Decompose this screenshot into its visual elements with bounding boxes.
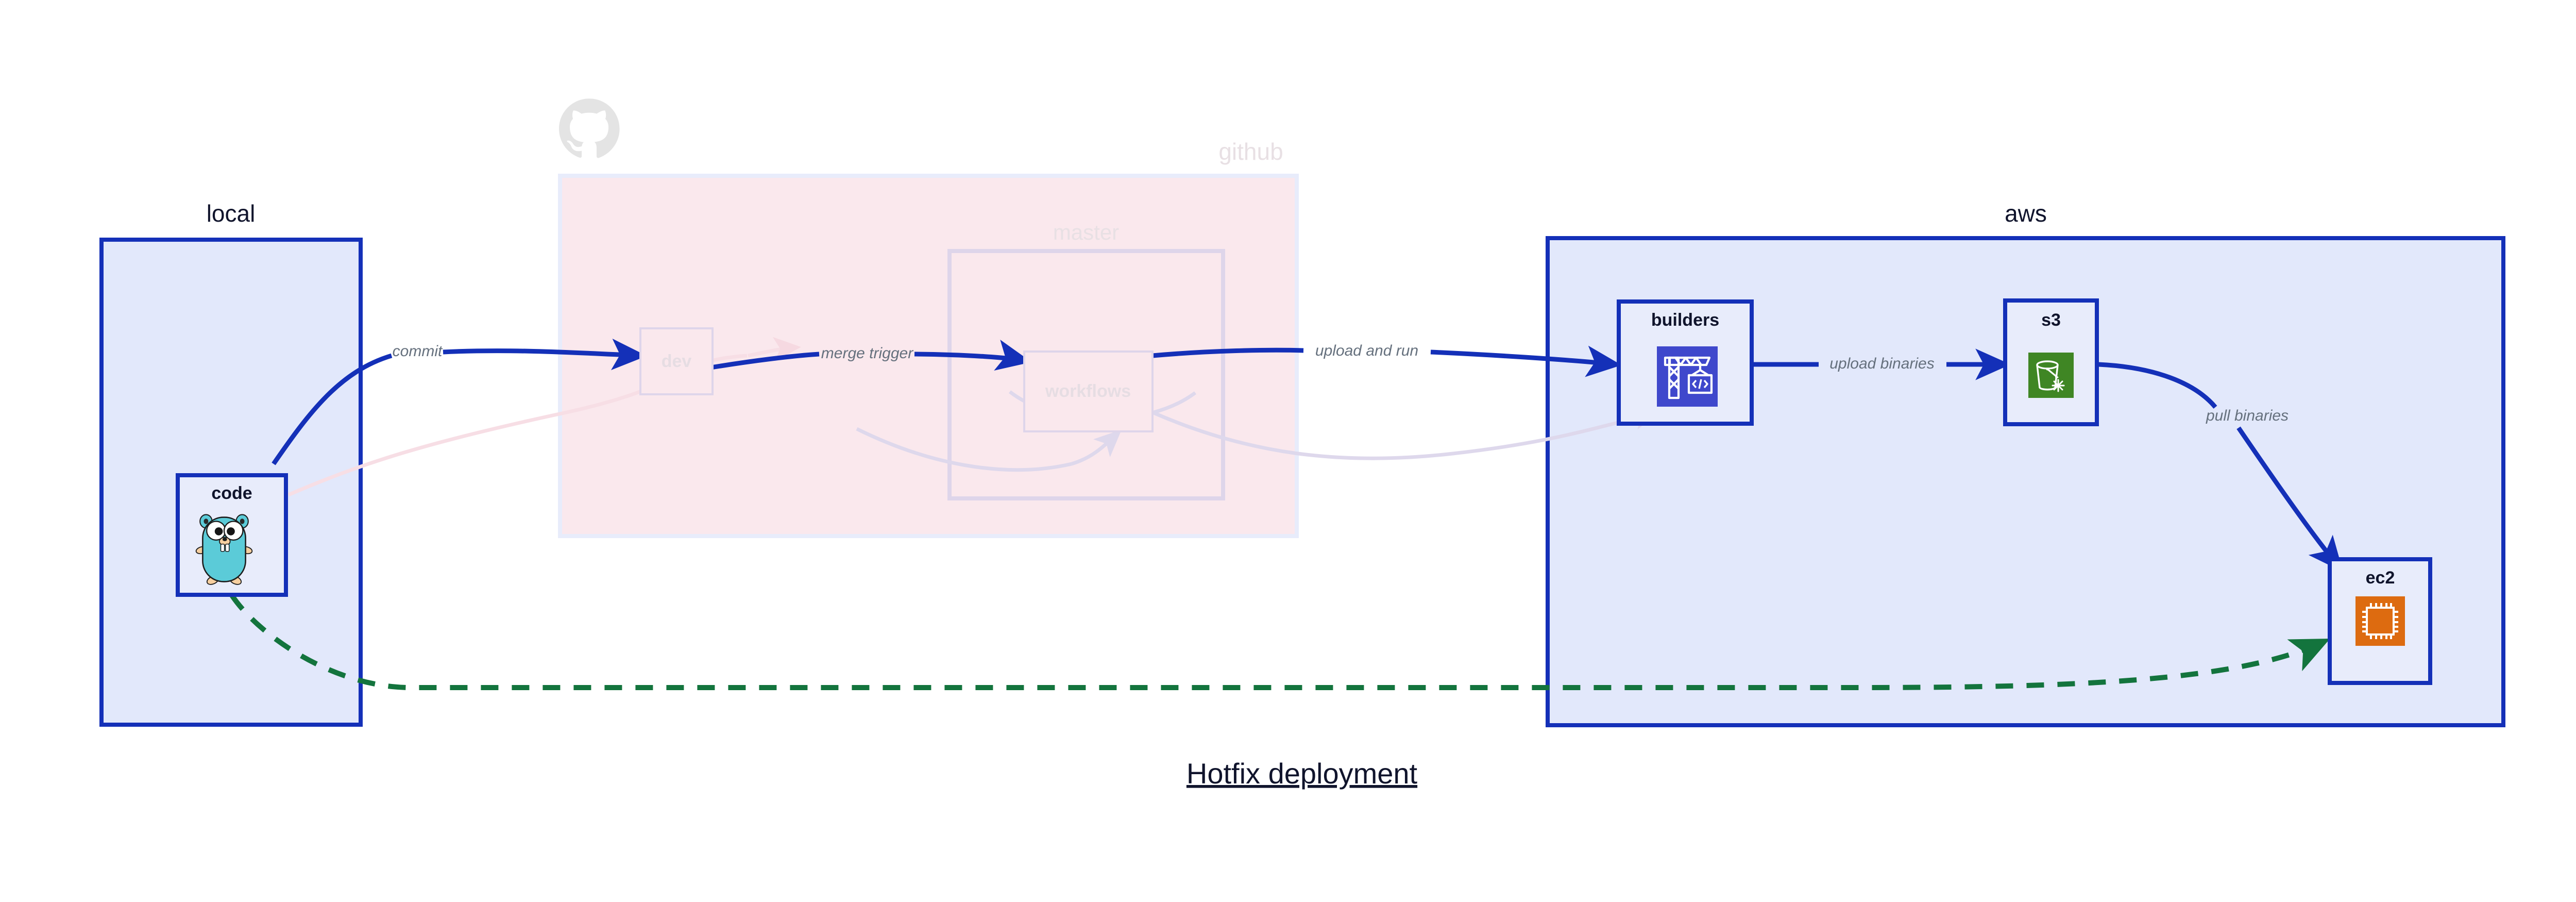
edge-upload-and-run: upload and run <box>1152 342 1622 377</box>
aws-s3-glacier-icon <box>2028 353 2074 398</box>
node-s3-label: s3 <box>2041 310 2061 330</box>
cluster-master-label: master <box>1053 220 1119 244</box>
aws-builder-icon <box>1657 346 1718 407</box>
edge-merge-trigger: merge trigger <box>710 340 1032 371</box>
aws-builder-icon-bg <box>1657 346 1718 407</box>
edge-commit-path-b <box>443 339 647 371</box>
node-dev[interactable]: dev <box>639 327 714 395</box>
node-workflows-label: workflows <box>1045 381 1131 401</box>
edge-commit-path-a <box>272 353 393 465</box>
cluster-local: local <box>99 200 363 727</box>
ghost-arrow-dev-workflows <box>1071 429 1122 466</box>
cluster-github-label: github <box>1218 138 1283 165</box>
node-ec2-label: ec2 <box>2366 568 2395 588</box>
edge-label-upload-binaries: upload binaries <box>1829 355 1934 372</box>
edge-commit: commit <box>272 339 647 465</box>
edge-pull-binaries: pull binaries <box>2098 362 2344 572</box>
node-workflows[interactable]: workflows <box>1023 350 1154 432</box>
cluster-aws-label: aws <box>2005 200 2047 227</box>
node-code-label: code <box>211 483 252 503</box>
edge-merge-path-b <box>914 340 1032 371</box>
node-dev-label: dev <box>662 352 692 371</box>
ghost-arrow-code-dev <box>748 337 801 362</box>
aws-s3-glacier-icon-bg <box>2028 353 2074 398</box>
ghost-edge-dev-workflows <box>856 427 1072 472</box>
edge-label-commit: commit <box>393 343 443 360</box>
edge-pull-binaries-path-a <box>2098 362 2217 409</box>
aws-ec2-icon <box>2355 596 2405 646</box>
edge-upload-run-path-a <box>1152 347 1304 358</box>
ghost-edge-wf-builders <box>1151 410 1618 460</box>
golang-gopher-icon <box>195 514 253 585</box>
diagram-title: Hotfix deployment <box>1187 757 1418 790</box>
github-octocat-icon <box>559 98 620 158</box>
cluster-local-label: local <box>207 200 256 227</box>
node-dev-rect[interactable] <box>639 327 714 395</box>
edge-hotfix-path <box>229 594 2330 690</box>
edge-hotfix-dashed <box>229 594 2330 690</box>
edge-label-pull-binaries: pull binaries <box>2206 407 2289 424</box>
edge-merge-path-a <box>710 352 820 370</box>
edge-pull-binaries-path-b <box>2236 426 2344 572</box>
edge-label-upload-and-run: upload and run <box>1315 342 1418 359</box>
edge-upload-binaries: upload binaries <box>1753 348 2011 380</box>
edge-upload-run-path-b <box>1430 345 1622 377</box>
node-builders-label: builders <box>1651 310 1719 330</box>
node-workflows-rect[interactable] <box>1023 350 1154 432</box>
edge-label-merge-trigger: merge trigger <box>821 345 913 362</box>
